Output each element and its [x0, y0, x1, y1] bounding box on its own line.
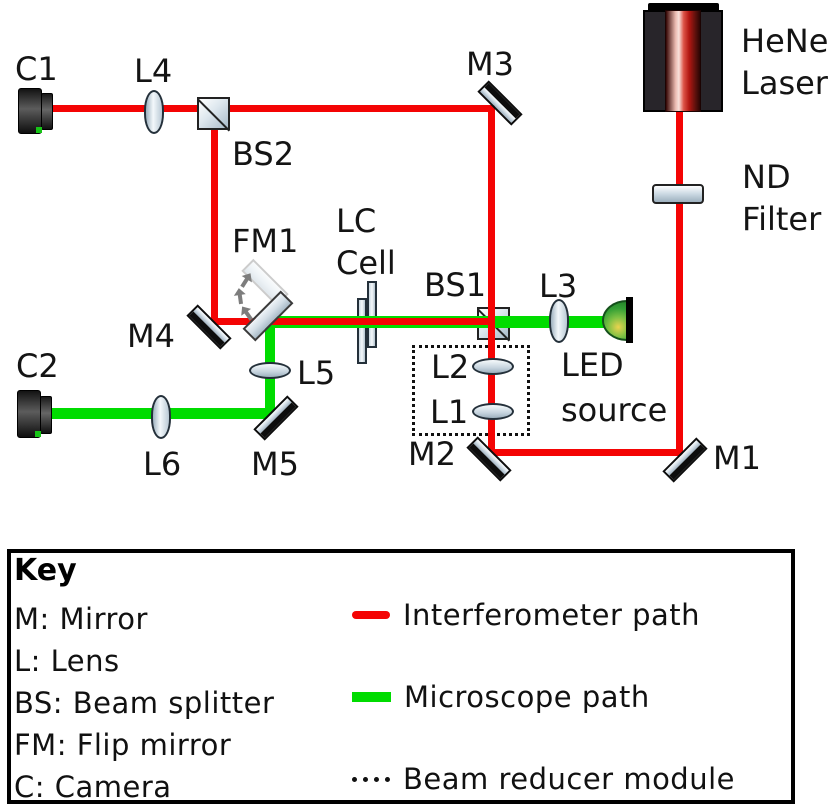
led-mount-bar: [626, 297, 633, 343]
legend-microscope-label: Microscope path: [404, 680, 650, 714]
red-beam-center-vertical: [488, 105, 495, 456]
label-lc-line2: Cell: [336, 244, 396, 282]
legend-beam-reducer-label: Beam reducer module: [403, 762, 735, 796]
label-m5: M5: [251, 445, 299, 483]
mirror-m3: [477, 80, 523, 126]
label-l1: L1: [430, 393, 469, 431]
red-beam-bs2-to-m4: [211, 128, 218, 325]
label-m1: M1: [713, 439, 761, 477]
key-item-flip-mirror: FM: Flip mirror: [14, 728, 232, 762]
label-bs2: BS2: [232, 135, 295, 173]
arrow-stem: [237, 293, 244, 305]
camera-c1-indicator: [36, 127, 42, 133]
label-laser-line1: HeNe: [741, 22, 829, 60]
label-bs1: BS1: [424, 266, 487, 304]
beam-splitter-bs2: [197, 97, 231, 132]
lens-l1: [472, 403, 514, 420]
label-lc-line1: LC: [336, 202, 377, 240]
key-item-mirror: M: Mirror: [14, 602, 148, 636]
lc-cell-plate-back: [367, 281, 377, 348]
camera-c2-snout: [40, 396, 52, 434]
legend-interferometer-label: Interferometer path: [403, 598, 701, 632]
key-abbreviations: M: Mirror L: Lens BS: Beam splitter FM: …: [14, 598, 274, 808]
lens-l2: [472, 358, 514, 375]
camera-c1-snout: [41, 93, 53, 130]
legend-interferometer-path: Interferometer path: [352, 597, 700, 633]
red-beam-top-horizontal: [50, 105, 495, 112]
key-item-lens: L: Lens: [14, 644, 120, 678]
dotted-line-swatch: [352, 776, 390, 782]
label-l6: L6: [143, 445, 182, 483]
label-led-line1: LED: [561, 346, 624, 384]
red-line-swatch: [352, 611, 390, 619]
lens-l5: [249, 362, 291, 379]
label-led-line2: source: [561, 391, 668, 429]
camera-c1-body: [18, 88, 42, 134]
label-l3: L3: [539, 267, 578, 305]
label-nd-filter: ND Filter: [742, 156, 821, 240]
key-title: Key: [14, 553, 77, 588]
nd-filter: [652, 184, 704, 204]
label-led-source: LED source: [561, 343, 667, 433]
laser-top-cap: [648, 3, 719, 12]
label-c2: C2: [16, 347, 59, 385]
label-laser-line2: Laser: [741, 64, 828, 102]
label-m3: M3: [466, 45, 514, 83]
label-l2: L2: [431, 348, 470, 386]
lens-l6: [151, 395, 171, 439]
label-nd-line2: Filter: [742, 200, 822, 238]
green-line-swatch: [352, 692, 391, 702]
red-beam-laser-vertical: [676, 110, 683, 456]
label-m4: M4: [127, 317, 175, 355]
label-l4: L4: [134, 52, 173, 90]
arrow-stem: [243, 310, 253, 321]
mirror-m1: [662, 437, 708, 483]
red-beam-bottom-horizontal: [488, 449, 683, 456]
bs2-diagonal: [197, 99, 231, 132]
label-nd-line1: ND: [742, 158, 791, 196]
legend-microscope-path: Microscope path: [352, 679, 650, 715]
key-item-beam-splitter: BS: Beam splitter: [14, 686, 275, 720]
label-c1: C1: [15, 50, 58, 88]
key-item-camera: C: Camera: [14, 770, 172, 804]
lens-l4: [144, 90, 164, 134]
label-fm1: FM1: [232, 222, 299, 260]
camera-c2-indicator: [35, 431, 41, 437]
red-beam-mid-horizontal: [211, 318, 493, 325]
led-dome: [602, 300, 627, 341]
lc-cell-plate-front: [357, 298, 367, 364]
hene-laser-tube: [665, 10, 701, 112]
lens-l3: [549, 299, 569, 343]
beam-reducer-module-box: [412, 345, 530, 436]
label-m2: M2: [408, 435, 456, 473]
label-lc-cell: LC Cell: [336, 200, 396, 284]
mirror-m4: [186, 304, 232, 350]
legend-beam-reducer: Beam reducer module: [352, 761, 735, 797]
key-box: [7, 549, 795, 804]
arrow-stem: [240, 277, 250, 288]
label-l5: L5: [297, 354, 336, 392]
